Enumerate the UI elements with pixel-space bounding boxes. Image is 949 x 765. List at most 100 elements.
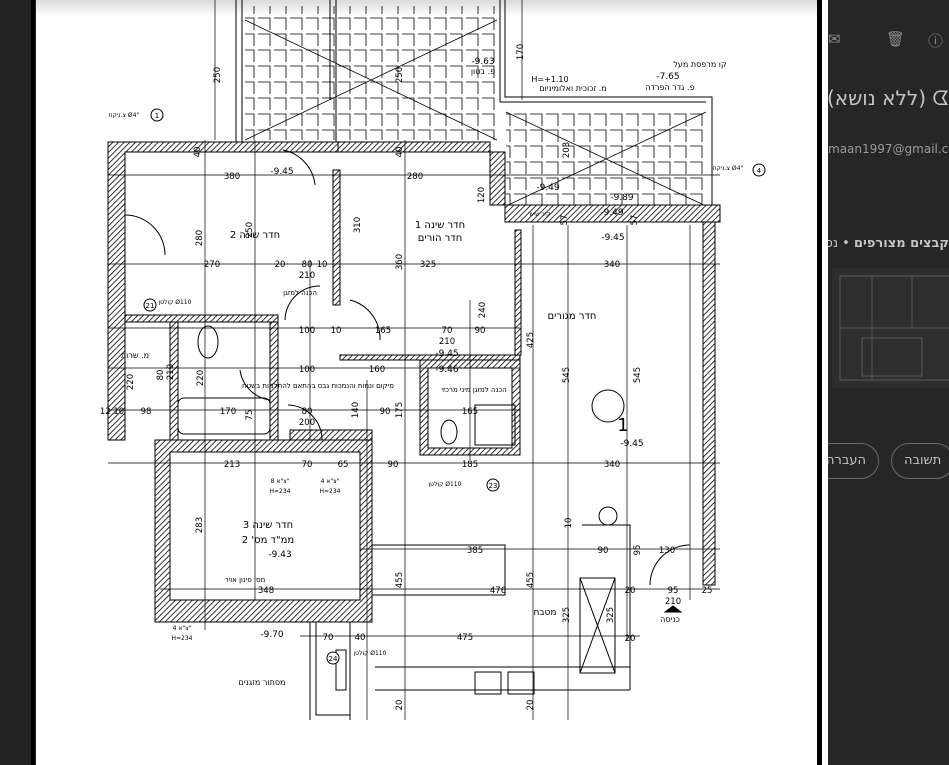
callout-number: 23 <box>489 482 498 490</box>
callout-number: 1 <box>155 112 159 120</box>
dimension-label: 280 <box>407 172 423 182</box>
dimension-label: 20 <box>275 260 286 270</box>
callout-marker <box>150 108 164 122</box>
level-marker: -9.70 <box>260 630 284 640</box>
dimension-label: 165 <box>375 326 391 336</box>
room-label-living: חדר מגורים <box>548 311 597 322</box>
note-ac-screen: מסתור מזגנים <box>239 678 286 687</box>
walls <box>107 0 721 720</box>
level-marker: -9.45 <box>620 439 643 449</box>
trash-icon[interactable]: 🗑 <box>886 30 906 48</box>
dimension-label: 57 <box>630 215 640 226</box>
dimension-label: 10 <box>564 518 574 529</box>
room-label-mamad: ממ"ד מס' 2 <box>242 535 294 546</box>
dimension-label: 280 <box>195 230 205 246</box>
dimension-label: 95 <box>668 586 679 596</box>
dimension-label: 70 <box>323 633 334 643</box>
room-label-parents: חדר הורים <box>418 233 463 244</box>
dimension-label: 160 <box>369 365 385 375</box>
attachment-thumbnail[interactable] <box>832 268 949 388</box>
mail-icon[interactable]: ✉ <box>828 30 841 48</box>
dimension-label: 476 <box>490 586 506 596</box>
dimension-label: 325 <box>420 260 436 270</box>
level-marker: -9.49 <box>600 208 624 218</box>
dimension-label: 360 <box>395 254 405 270</box>
level-marker: -9.89 <box>610 193 634 203</box>
dimension-label: 220 <box>126 374 136 390</box>
note-rail-height: H=+1.10 <box>531 75 568 84</box>
dimension-label: 100 <box>299 326 315 336</box>
dimension-label: 120 <box>477 187 487 203</box>
dimension-label: 40 <box>355 633 366 643</box>
callout-marker <box>486 478 500 492</box>
note-pipe-8: צ"א 8" <box>271 478 290 485</box>
forward-button[interactable]: העברה ↰ <box>828 443 880 479</box>
callout-number: 24 <box>329 655 338 663</box>
label-icon[interactable]: ᗧ <box>932 86 949 110</box>
dimension-label: 210 <box>166 364 176 380</box>
dimension-label: 210 <box>299 271 315 281</box>
note-gypsum-note: מיקום ונמות והנמכות גבס בהתאם להתלמות בש… <box>242 382 394 390</box>
dimension-label: 140 <box>351 402 361 418</box>
reply-button[interactable]: תשובה <box>891 443 949 479</box>
dimension-label: 170 <box>220 407 236 417</box>
image-margin <box>822 0 828 765</box>
image-border-right <box>817 0 822 765</box>
dimension-label: 185 <box>462 460 478 470</box>
room-label-bedroom-1: חדר שינה 1 <box>415 220 465 231</box>
dimension-label: 170 <box>516 44 526 60</box>
dimension-label: 455 <box>526 572 536 588</box>
dimension-label: 65 <box>338 460 349 470</box>
attachments-header: קבצים מצורפים • נסרקו <box>828 236 949 251</box>
email-subject: ᗧ (ללא נושא) <box>828 86 949 110</box>
dimension-label: 80 <box>302 260 313 270</box>
note-pipe-4b: צ"א 4" <box>173 625 192 632</box>
dimension-label: 240 <box>478 302 488 318</box>
dimension-label: 220 <box>196 370 206 386</box>
callout-marker <box>326 651 340 665</box>
note-h234b: H=234 <box>320 488 341 495</box>
dimension-label: 175 <box>395 402 405 418</box>
note-drainage-4: צ.ניקוז Ø4" <box>713 165 744 172</box>
dimension-label: 95 <box>633 545 643 556</box>
dimension-label: 10 <box>331 326 342 336</box>
room-label-kitchen: מטבח <box>533 608 556 618</box>
note-h234c: H=234 <box>172 635 193 642</box>
note-drain-24: קולטן Ø110 <box>354 650 387 657</box>
dimension-lines <box>108 0 720 720</box>
note-drain-21: קולטן Ø110 <box>159 299 192 306</box>
dimension-label: 25 <box>702 586 713 596</box>
dimension-label: 348 <box>258 586 274 596</box>
dimension-label: 90 <box>475 326 486 336</box>
level-marker: -7.65 <box>656 72 679 82</box>
dimension-label: 80 <box>156 370 166 381</box>
dimension-label: 385 <box>467 546 483 556</box>
dimension-label: 90 <box>380 407 391 417</box>
dimension-label: 475 <box>457 633 473 643</box>
dimension-label: 250 <box>245 222 255 238</box>
note-fridge-prep: הכנה למזגן <box>283 289 317 297</box>
dimension-label: 325 <box>562 607 572 623</box>
level-marker: -9.45 <box>270 167 293 177</box>
dimension-label: 340 <box>604 460 620 470</box>
note-drainage-1: צ.ניקוז Ø4" <box>109 112 140 119</box>
dimension-label: 20 <box>526 700 536 711</box>
dimension-label: 213 <box>224 460 240 470</box>
callout-number: 4 <box>757 167 762 175</box>
report-spam-icon[interactable]: ⓘ <box>928 32 944 50</box>
note-sill: קיר שיש <box>530 211 551 218</box>
gmail-panel: ✉ 🗑 ⓘ ᗧ (ללא נושא) maan1997@gmail.com קב… <box>828 0 949 765</box>
dimension-label: 90 <box>598 546 609 556</box>
dimension-label: 98 <box>141 407 152 417</box>
dimension-label: 545 <box>633 367 643 383</box>
dimension-label: 20 <box>625 634 636 644</box>
dimension-label: 283 <box>195 517 205 533</box>
dimension-label: 12 10 <box>100 407 124 417</box>
room-label-bedroom-3: חדר שינה 3 <box>243 520 293 531</box>
room-label-service: מ. שרות <box>121 351 149 360</box>
level-marker: -9.63 <box>471 57 494 67</box>
callout-number: 21 <box>146 302 155 310</box>
dimension-label: 57 <box>560 215 570 226</box>
dimension-label: 325 <box>606 607 616 623</box>
